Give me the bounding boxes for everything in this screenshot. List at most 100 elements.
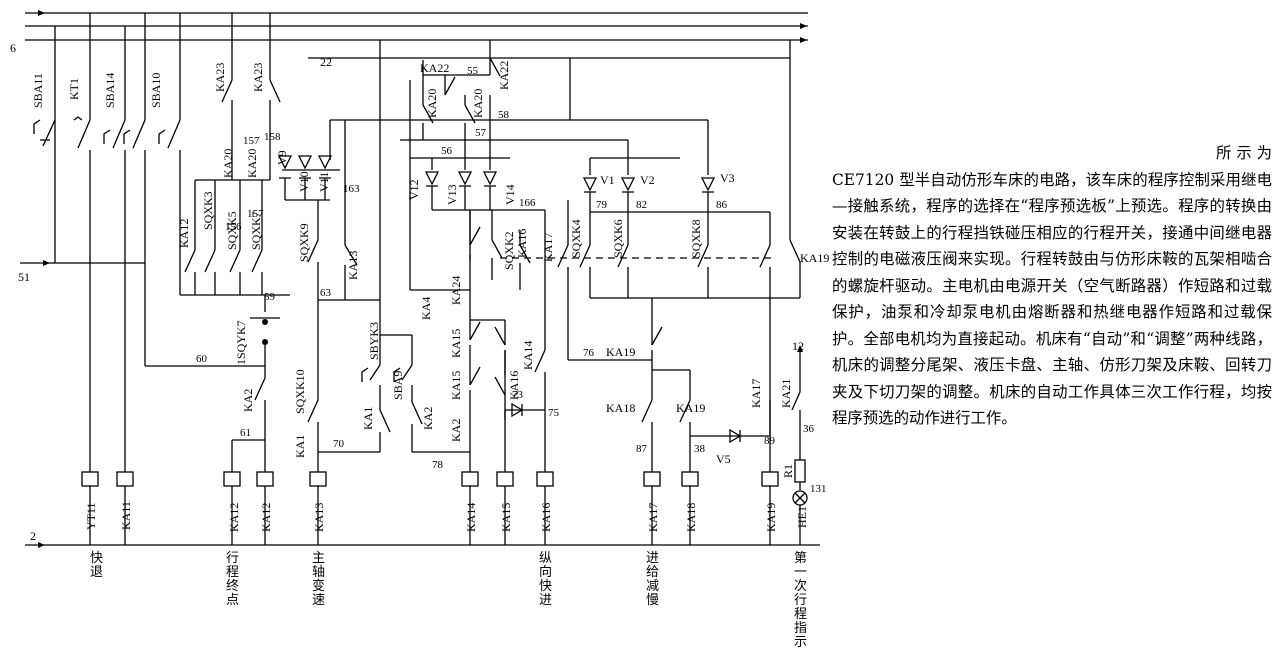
sqxk2-ka17-row xyxy=(491,200,772,361)
ka23-contacts xyxy=(221,13,281,180)
contact-SQXK7: SQXK7 xyxy=(249,211,263,250)
left-branches xyxy=(33,13,265,472)
wire-63: 63 xyxy=(320,287,332,299)
contact-SQXK3: SQXK3 xyxy=(201,191,215,230)
caption-spindle-speed: 主轴变速 xyxy=(312,550,325,607)
bus-label-2: 2 xyxy=(30,529,36,543)
contact-SBYK3: SBYK3 xyxy=(367,322,381,360)
contact-KT1: KT1 xyxy=(67,78,81,100)
coil-KA15: KA15 xyxy=(499,503,513,532)
bus-label-6: 6 xyxy=(10,41,16,55)
wire-163: 163 xyxy=(343,183,360,195)
contact-SQXK8: SQXK8 xyxy=(689,219,703,258)
contact-KA24: KA24 xyxy=(449,276,463,305)
indicator-HE1: HE1 xyxy=(795,506,809,528)
diode-V12: V12 xyxy=(407,179,421,200)
diode-V2: V2 xyxy=(640,173,655,187)
diode-V5: V5 xyxy=(716,452,731,466)
contact-KA13: KA13 xyxy=(346,251,360,280)
description-text: 所 示 为 CE7120 型半自动仿形车床的电路，该车床的程序控制采用继电—接触… xyxy=(832,140,1272,432)
contact-SBA10: SBA10 xyxy=(149,73,163,108)
contact-SBA11: SBA11 xyxy=(31,73,45,108)
feed-slow-group xyxy=(641,326,771,472)
contact-KA22-b: KA22 xyxy=(497,61,511,90)
contact-KA17-a: KA17 xyxy=(541,233,555,262)
coil-KA16: KA16 xyxy=(539,503,553,532)
contact-SBA9: SBA9 xyxy=(391,371,405,400)
contact-SBA14: SBA14 xyxy=(103,73,117,108)
caption-stroke-end: 行程终点 xyxy=(226,550,239,607)
contact-SQXK6: SQXK6 xyxy=(611,219,625,258)
wire-131: 131 xyxy=(810,483,827,495)
diode-V11: V11 xyxy=(317,172,331,192)
diode-V13: V13 xyxy=(445,184,459,205)
coil-KA12-a: KA12 xyxy=(227,503,241,532)
contact-KA23-b: KA23 xyxy=(251,63,265,92)
description-body: CE7120 型半自动仿形车床的电路，该车床的程序控制采用继电—接触系统，程序的… xyxy=(832,170,1272,428)
wire-78: 78 xyxy=(432,459,444,471)
wire-75: 75 xyxy=(548,407,560,419)
wire-87: 87 xyxy=(636,443,648,455)
wire-82: 82 xyxy=(636,199,647,211)
contact-KA1-a: KA1 xyxy=(293,435,307,458)
contact-KA2-c: KA2 xyxy=(449,419,463,442)
wire-157-top: 157 xyxy=(243,135,260,147)
contact-KA21: KA21 xyxy=(779,379,793,408)
contact-KA20-b: KA20 xyxy=(245,149,259,178)
top-bus-lines xyxy=(25,10,808,43)
sbyk3-group xyxy=(361,40,470,453)
contact-SQXK9: SQXK9 xyxy=(297,223,311,262)
diodes-v1-v3 xyxy=(569,40,801,472)
contact-KA19-c: KA19 xyxy=(676,401,705,415)
coil-KA18: KA18 xyxy=(684,503,698,532)
contact-KA14: KA14 xyxy=(521,341,535,370)
contact-KA20-a: KA20 xyxy=(221,149,235,178)
wire-58: 58 xyxy=(498,109,510,121)
wire-158: 158 xyxy=(264,131,281,143)
coil-YT11: YT11 xyxy=(84,502,98,530)
contact-KA20-d: KA20 xyxy=(471,89,485,118)
contact-KA4: KA4 xyxy=(419,297,433,320)
diodes-v9-v11 xyxy=(277,119,570,472)
wire-61: 61 xyxy=(240,427,251,439)
caption-feed-slow: 进给减慢 xyxy=(646,550,659,607)
wire-156: 156 xyxy=(225,221,242,233)
contact-KA16-a: KA16 xyxy=(507,371,521,400)
coil-KA19: KA19 xyxy=(764,503,778,532)
diode-V9: V9 xyxy=(275,150,289,165)
diode-V1: V1 xyxy=(600,173,615,187)
coil-KA13: KA13 xyxy=(312,503,326,532)
wire-55: 55 xyxy=(467,65,479,77)
diodes-v12-v14 xyxy=(409,80,545,211)
contact-SQXK10: SQXK10 xyxy=(293,369,307,414)
contact-KA16-b: KA16 xyxy=(515,229,529,258)
wire-79: 79 xyxy=(596,199,608,211)
wire-157-low: 157 xyxy=(247,208,264,220)
diode-V3: V3 xyxy=(720,171,735,185)
description-lead: 所 示 为 xyxy=(1216,144,1272,162)
contact-KA12: KA12 xyxy=(177,219,191,248)
ka22-ka20-block xyxy=(422,40,501,150)
contact-KA2-b: KA2 xyxy=(421,407,435,430)
wire-label-12: 12 xyxy=(792,339,804,353)
wire-38: 38 xyxy=(694,443,706,455)
caption-longitudinal-fast: 纵向快进 xyxy=(539,550,552,607)
contact-KA1-b: KA1 xyxy=(361,407,375,430)
wire-70: 70 xyxy=(333,438,345,450)
coil-KA11: KA11 xyxy=(119,501,133,530)
circuit-diagram: 6 22 51 2 SBA11 KT1 SBA14 SBA10 xyxy=(10,10,829,649)
coil-KA12-b: KA12 xyxy=(259,503,273,532)
wire-76: 76 xyxy=(583,347,595,359)
coils-row xyxy=(81,471,779,545)
contact-KA19-a: KA19 xyxy=(800,251,829,265)
ka14-ka16-group xyxy=(409,210,546,472)
wire-label-22: 22 xyxy=(320,55,332,69)
wire-57: 57 xyxy=(475,127,487,139)
contact-KA20-c: KA20 xyxy=(425,89,439,118)
coil-KA17: KA17 xyxy=(646,503,660,532)
diode-V14: V14 xyxy=(503,184,517,205)
wire-59: 59 xyxy=(264,291,276,303)
wire-36: 36 xyxy=(803,423,815,435)
wire-86: 86 xyxy=(716,199,728,211)
